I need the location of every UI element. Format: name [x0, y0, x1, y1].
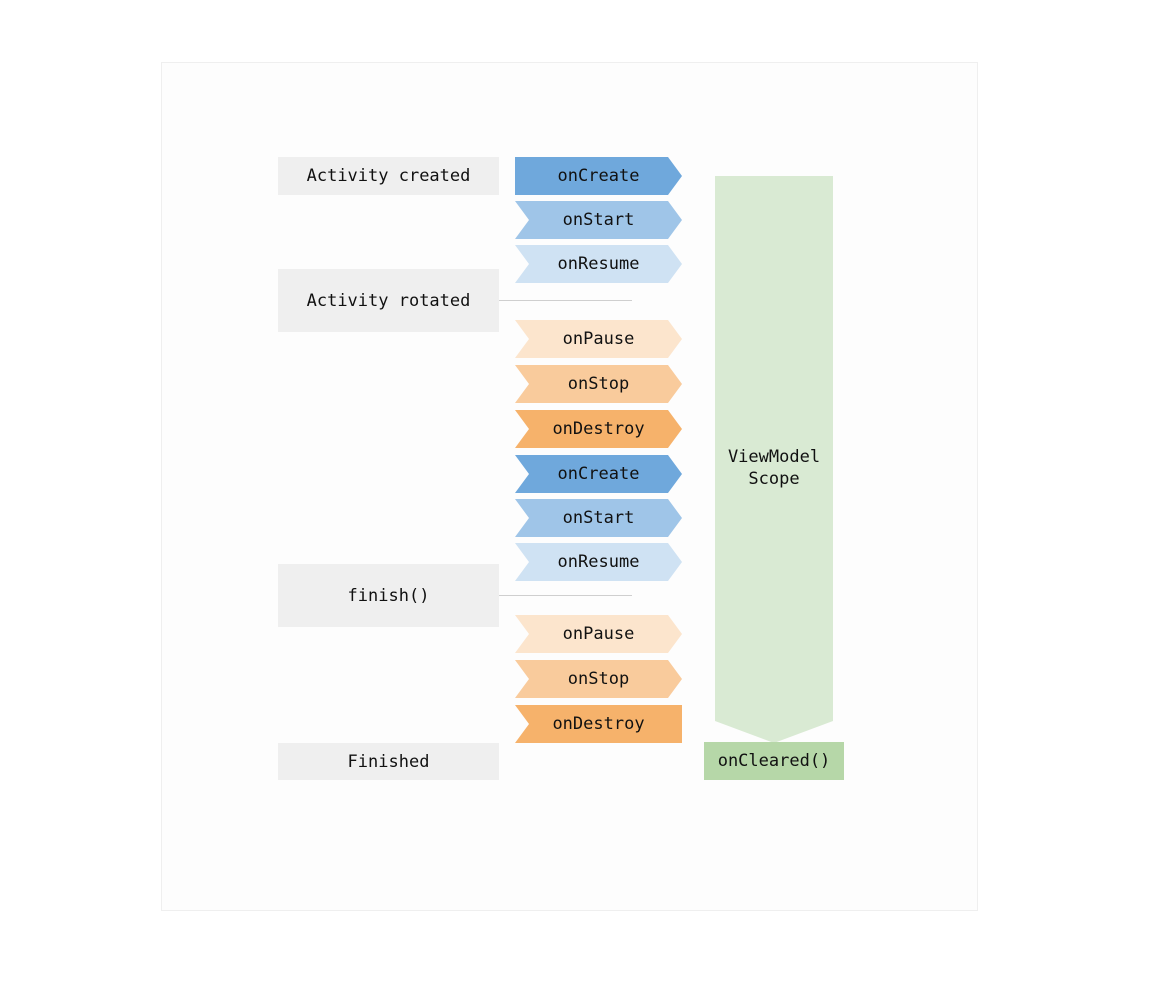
scope-label-line1: ViewModel [727, 447, 821, 467]
scope-label-line2: Scope [748, 469, 800, 489]
callback-label: onStart [562, 210, 635, 230]
state-finish: finish() [278, 564, 499, 627]
callback-shape [515, 410, 682, 448]
callback-label: onCreate [557, 464, 640, 484]
callback-step: onCreate [515, 455, 682, 493]
callback-step: onStart [515, 201, 682, 239]
state-finished: Finished [278, 743, 499, 780]
callback-shape [515, 157, 682, 195]
callback-label: onDestroy [552, 419, 645, 439]
callback-step: onDestroy [515, 705, 682, 743]
callback-label: onPause [562, 329, 635, 349]
callback-step: onResume [515, 543, 682, 581]
callback-shape [515, 320, 682, 358]
finish-connector-line [499, 595, 632, 596]
callback-label: onStart [562, 508, 635, 528]
callback-shape [515, 705, 682, 743]
callback-step: onStop [515, 660, 682, 698]
callback-shape [515, 201, 682, 239]
callback-label: onResume [557, 254, 640, 274]
state-activity-created: Activity created [278, 157, 499, 195]
callback-step: onCreate [515, 157, 682, 195]
callback-label: onPause [562, 624, 635, 644]
callback-label: onCreate [557, 166, 640, 186]
state-activity-rotated: Activity rotated [278, 269, 499, 332]
callback-label: onStop [567, 374, 630, 394]
callback-step: onStart [515, 499, 682, 537]
callback-shape [515, 455, 682, 493]
callback-step: onDestroy [515, 410, 682, 448]
callback-label: onStop [567, 669, 630, 689]
callback-label: onResume [557, 552, 640, 572]
callback-step: onPause [515, 320, 682, 358]
callback-step: onStop [515, 365, 682, 403]
viewmodel-scope: ViewModel Scope [715, 176, 833, 743]
rotated-connector-line [499, 300, 632, 301]
oncleared-box: onCleared() [704, 742, 844, 780]
callback-shape [515, 543, 682, 581]
callback-shape [515, 499, 682, 537]
callback-shape [515, 245, 682, 283]
callback-step: onPause [515, 615, 682, 653]
scope-label: ViewModel Scope [715, 446, 833, 490]
scope-arrow-shape [715, 176, 833, 743]
callback-shape [515, 615, 682, 653]
callback-label: onDestroy [552, 714, 645, 734]
callback-shape [515, 365, 682, 403]
callback-step: onResume [515, 245, 682, 283]
callback-shape [515, 660, 682, 698]
